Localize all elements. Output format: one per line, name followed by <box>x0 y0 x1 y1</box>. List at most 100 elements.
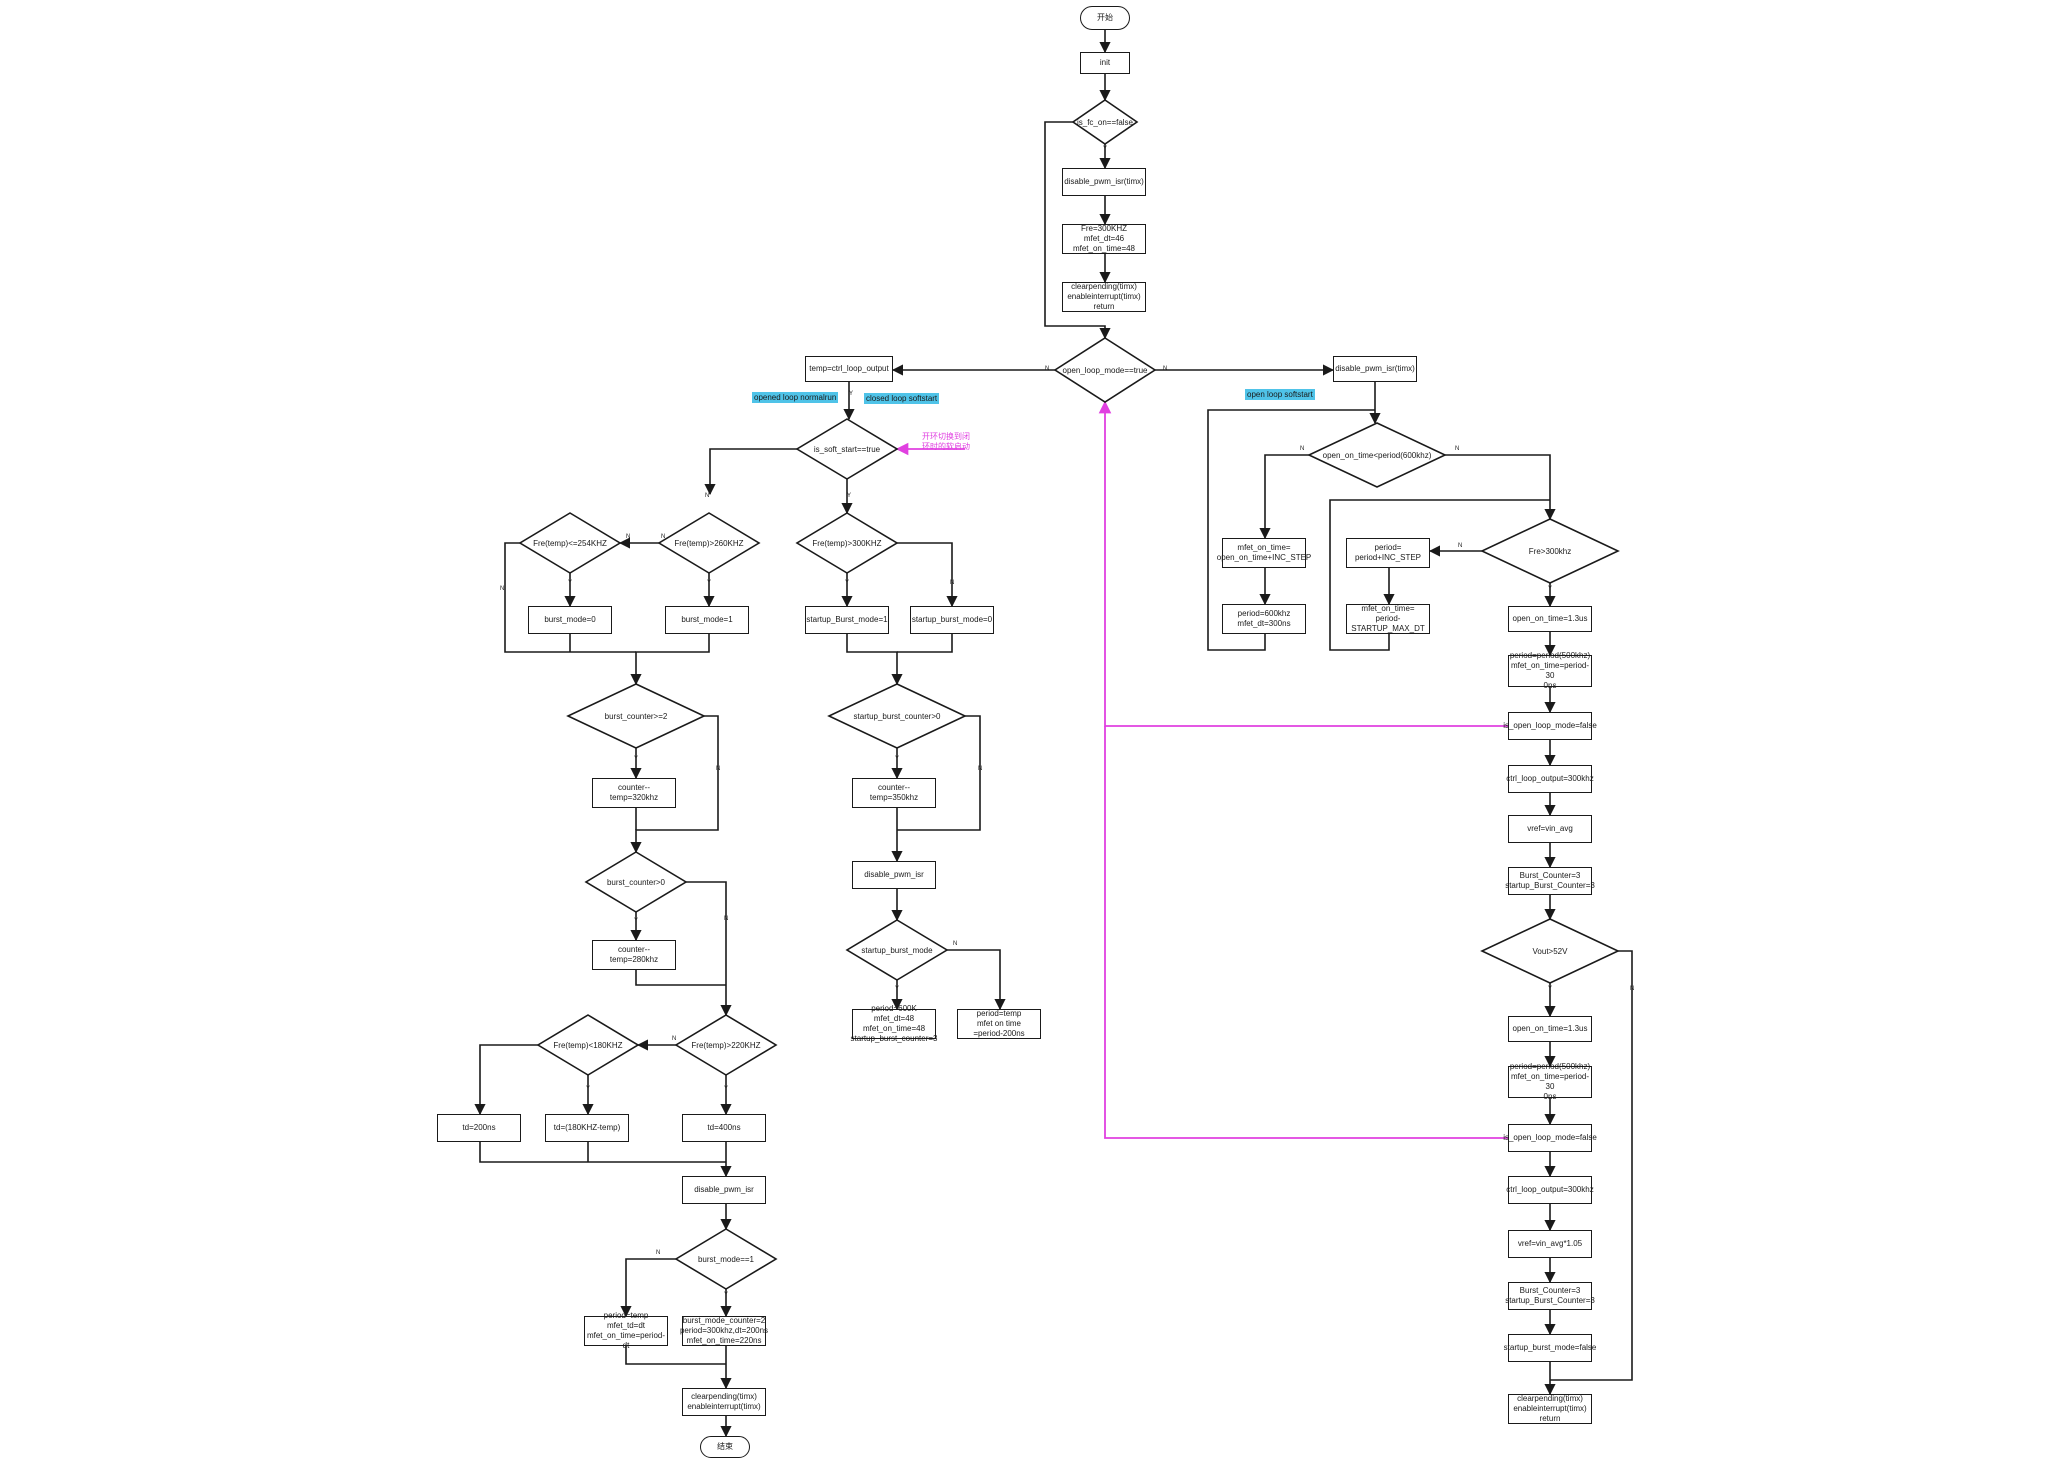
branch-label-31: N <box>1630 986 1634 992</box>
node-ctrl300b: ctrl_loop_output=300khz <box>1506 1176 1594 1204</box>
node-clear3: clearpending(timx) enableinterrupt(timx)… <box>1508 1394 1592 1424</box>
decision-shape-d-f300b <box>1480 518 1620 584</box>
connector-41 <box>897 715 981 831</box>
node-iolm-a: is_open_loop_mode=false <box>1503 712 1597 740</box>
node-sb0: startup_burst_mode=0 <box>910 606 994 634</box>
node-sbm-false: startup_burst_mode=false <box>1504 1334 1596 1362</box>
node-cfg1: Fre=300KHZ mfet_dt=46 mfet_on_time=48 <box>1062 224 1146 254</box>
branch-label-24: N <box>1163 366 1167 372</box>
decision-shape-d-f220 <box>674 1014 778 1076</box>
branch-label-11: Y <box>634 756 638 762</box>
connector-18 <box>897 542 958 608</box>
connector-5 <box>1044 121 1111 340</box>
node-p500b: period=period(500khz) mfet_on_time=perio… <box>1508 1062 1592 1101</box>
decision-shape-d-soft <box>795 418 899 480</box>
branch-label-3: Y <box>847 493 851 499</box>
branch-label-4: N <box>661 534 665 540</box>
node-p500a: period=period(500khz) mfet_on_time=perio… <box>1508 651 1592 690</box>
node-vref-a: vref=vin_avg <box>1508 815 1592 843</box>
node-cnt1: counter-- temp=320khz <box>592 778 676 808</box>
branch-label-13: Y <box>634 918 638 924</box>
node-period-temp: period=temp mfet_td=dt mfet_on_time=peri… <box>584 1311 668 1350</box>
decision-shape-d-open <box>1053 337 1157 403</box>
connector-31 <box>479 1142 726 1163</box>
decision-shape-d-sbm <box>845 919 949 981</box>
branch-label-1: Y <box>849 391 853 397</box>
connector-49 <box>1207 409 1375 651</box>
node-disable4: disable_pwm_isr(timx) <box>1333 356 1417 382</box>
branch-label-5: N <box>626 534 630 540</box>
branch-label-23: N <box>953 941 957 947</box>
connector-22 <box>630 715 719 854</box>
node-bc-b: Burst_Counter=3 startup_Burst_Counter=3 <box>1505 1282 1595 1310</box>
connector-25 <box>686 881 732 1017</box>
node-clear1: clearpending(timx) enableinterrupt(timx)… <box>1062 282 1146 312</box>
softstart-switch-note: 开环切换到闭 环时的软启动 <box>922 432 970 451</box>
branch-label-18: N <box>656 1250 660 1256</box>
decision-shape-d-vout <box>1480 918 1620 984</box>
softstart-connector-0 <box>1098 400 1508 727</box>
node-end: 结束 <box>700 1436 750 1458</box>
branch-label-28: N <box>1458 543 1462 549</box>
node-bm-counter: burst_mode_counter=2 period=300khz,dt=20… <box>679 1316 769 1346</box>
branch-label-12: N <box>716 766 720 772</box>
node-td200: td=200ns <box>437 1114 521 1142</box>
branch-label-29: Y <box>1548 586 1552 592</box>
branch-label-10: N <box>950 580 954 586</box>
decision-shape-d-f254 <box>518 512 622 574</box>
connector-19 <box>846 634 903 686</box>
branch-label-20: Y <box>895 756 899 762</box>
node-burst1: burst_mode=1 <box>665 606 749 634</box>
node-disable1: disable_pwm_isr(timx) <box>1062 168 1146 196</box>
node-init: init <box>1080 52 1130 74</box>
decision-shape-d-ot <box>1307 422 1447 488</box>
branch-label-26: N <box>1300 446 1304 452</box>
decision-shape-d-bc0 <box>584 851 688 913</box>
branch-label-7: Y <box>568 580 572 586</box>
node-sb1: startup_Burst_mode=1 <box>805 606 889 634</box>
node-clear2: clearpending(timx) enableinterrupt(timx) <box>682 1388 766 1416</box>
node-mfet-inc: mfet_on_time= open_on_time+INC_STEP <box>1217 538 1311 568</box>
connector-35 <box>620 1258 676 1318</box>
node-ot13a: open_on_time=1.3us <box>1508 606 1592 632</box>
branch-label-30: Y <box>1548 986 1552 992</box>
node-ptemp: period=temp mfet on time =period-200ns <box>957 1009 1041 1039</box>
connector-37 <box>625 1346 726 1365</box>
node-mfet-startup: mfet_on_time= period-STARTUP_MAX_DT <box>1346 604 1430 634</box>
node-bc-a: Burst_Counter=3 startup_Burst_Counter=3 <box>1505 867 1595 895</box>
branch-label-19: Y <box>724 1292 728 1298</box>
connector-45 <box>947 949 1006 1011</box>
node-iolm-b: is_open_loop_mode=false <box>1503 1124 1597 1152</box>
node-ctrl300a: ctrl_loop_output=300khz <box>1506 765 1594 793</box>
node-cnt2: counter-- temp=280khz <box>592 940 676 970</box>
softstart-connector-1 <box>1104 726 1508 1139</box>
branch-label-15: N <box>672 1036 676 1042</box>
node-ot13b: open_on_time=1.3us <box>1508 1016 1592 1042</box>
branch-label-27: N <box>1455 446 1459 452</box>
branch-label-25: N <box>1045 366 1049 372</box>
node-period-inc: period= period+INC_STEP <box>1346 538 1430 568</box>
connector-53 <box>1329 499 1550 651</box>
connector-69 <box>1550 950 1633 1381</box>
connector-28 <box>474 1044 538 1116</box>
node-td400: td=400ns <box>682 1114 766 1142</box>
decision-shape-d-bc2 <box>566 683 706 749</box>
node-p600b: period=600khz mfet_dt=300ns <box>1222 604 1306 634</box>
tag-opened-loop-normalrun: opened loop normalrun <box>752 392 839 403</box>
decision-shape-d-f300 <box>795 512 899 574</box>
connector-20 <box>897 634 953 653</box>
branch-label-2: N <box>705 493 709 499</box>
connector-50 <box>1445 454 1556 521</box>
node-disable2: disable_pwm_isr <box>682 1176 766 1204</box>
branch-label-8: N <box>500 586 504 592</box>
branch-label-9: Y <box>845 580 849 586</box>
branch-label-14: N <box>724 916 728 922</box>
branch-label-22: Y <box>895 986 899 992</box>
decision-shape-d-fault <box>1071 99 1139 145</box>
branch-label-16: Y <box>586 1086 590 1092</box>
connector-26 <box>635 970 726 986</box>
branch-label-0: Y <box>1103 146 1107 152</box>
node-td-mid: td=(180KHZ-temp) <box>545 1114 629 1142</box>
node-disable3: disable_pwm_isr <box>852 861 936 889</box>
